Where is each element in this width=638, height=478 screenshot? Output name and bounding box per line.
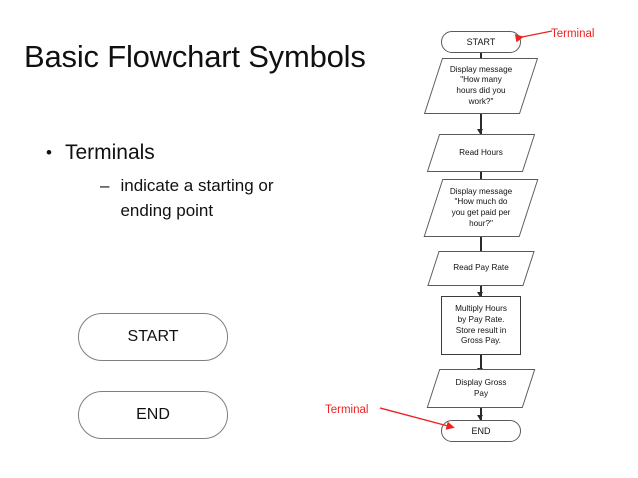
flow-node-multiply-process-label: Multiply Hours by Pay Rate. Store result… — [455, 304, 507, 346]
flow-arrowhead-n2-n3 — [477, 129, 484, 134]
bullet-level1-label: Terminals — [64, 141, 155, 164]
flow-node-display-hours-prompt-label: Display message "How many hours did you … — [441, 65, 521, 107]
bullet-level2-line2: ending point — [120, 201, 214, 220]
page-title: Basic Flowchart Symbols — [24, 39, 366, 74]
bullet-dash-icon: – — [100, 176, 110, 195]
flow-node-read-pay-rate-label: Read Pay Rate — [453, 263, 509, 273]
line4: Gross Pay. — [461, 336, 501, 346]
flow-arrowhead-n7-n8 — [477, 415, 484, 420]
flow-node-display-gross-pay-label: Display Gross Pay — [447, 378, 516, 399]
flow-edge-n6-n7 — [480, 355, 482, 373]
flow-node-end: END — [441, 420, 521, 442]
line3: Store result in — [455, 325, 507, 335]
flow-node-start: START — [441, 31, 521, 53]
line2: "How much do — [454, 197, 508, 207]
line3: hours did you — [456, 86, 506, 95]
flow-node-read-hours-label: Read Hours — [459, 147, 503, 157]
bullet-level1: • Terminals — [46, 139, 155, 166]
sample-terminal-start-label: START — [127, 328, 179, 345]
sample-terminal-end: END — [78, 391, 228, 439]
flow-node-display-rate-prompt: Display message "How much do you get pai… — [423, 179, 539, 237]
line2: "How many — [460, 75, 502, 85]
flow-node-display-rate-prompt-label: Display message "How much do you get pai… — [441, 187, 521, 229]
line1: Multiply Hours — [455, 304, 507, 314]
bullet-level2-text: indicate a starting or ending point — [120, 173, 273, 223]
line3: you get paid per — [451, 208, 511, 217]
sample-terminal-start: START — [78, 313, 228, 361]
flow-node-multiply-process: Multiply Hours by Pay Rate. Store result… — [441, 296, 521, 355]
flow-node-end-label: END — [471, 425, 491, 436]
line1: Display message — [449, 64, 513, 74]
bullet-level2-line1: indicate a starting or — [120, 176, 274, 195]
line1: Display Gross — [455, 377, 507, 387]
line2: Pay — [473, 388, 489, 398]
flow-node-read-hours: Read Hours — [426, 134, 536, 172]
line4: work?" — [468, 96, 494, 106]
flow-node-read-pay-rate: Read Pay Rate — [427, 251, 535, 286]
bullet-dot-icon: • — [46, 143, 52, 162]
flow-node-display-hours-prompt: Display message "How many hours did you … — [423, 58, 539, 114]
flow-node-start-label: START — [466, 36, 496, 47]
flowchart-diagram: START Display message "How many hours di… — [420, 20, 638, 460]
flow-edge-n2-n3 — [480, 114, 482, 134]
flow-arrowhead-n5-n6 — [477, 292, 484, 297]
annotation-label-terminal-bottom: Terminal — [325, 404, 369, 416]
line4: hour?" — [469, 218, 493, 228]
flow-edge-n4-n5 — [480, 237, 482, 256]
annotation-label-terminal-top: Terminal — [551, 28, 595, 40]
line2: by Pay Rate. — [457, 314, 505, 324]
sample-terminal-end-label: END — [136, 406, 170, 423]
line1: Display message — [449, 186, 513, 196]
bullet-level2: – indicate a starting or ending point — [100, 173, 274, 223]
flow-node-display-gross-pay: Display Gross Pay — [426, 369, 536, 408]
